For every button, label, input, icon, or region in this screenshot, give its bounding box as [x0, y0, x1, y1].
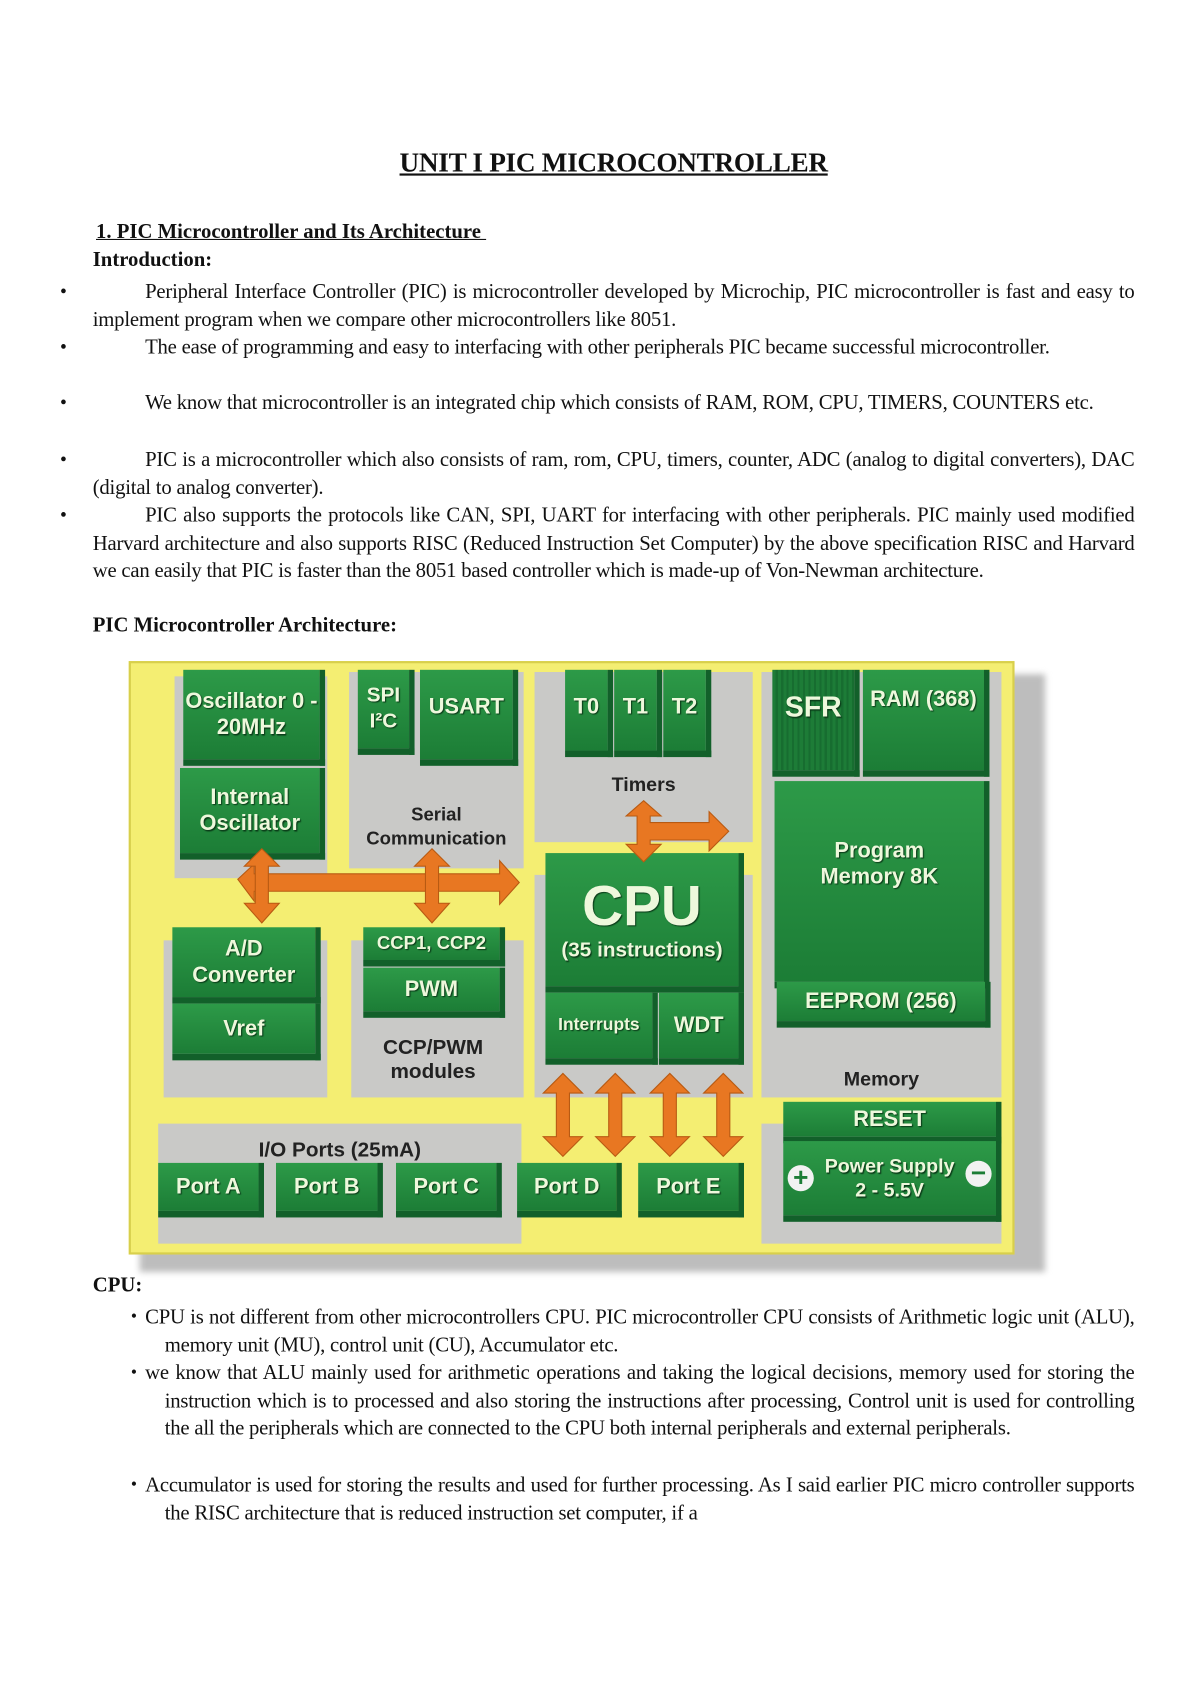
port-c-block: Port C — [395, 1162, 502, 1218]
bullet-text: CPU is not different from other microcon… — [145, 1305, 1135, 1357]
intro-bullet: • PIC also supports the protocols like CA… — [60, 502, 1135, 586]
pwm-block: PWM — [363, 967, 506, 1018]
spi-i2c-block: SPI I²C — [357, 669, 415, 755]
cpu-bullet: • CPU is not different from other microco… — [131, 1304, 1135, 1360]
bullet-icon: • — [59, 448, 67, 471]
power-supply-block: Power Supply 2 - 5.5V + − — [783, 1141, 1002, 1222]
bullet-icon: • — [59, 503, 67, 526]
serial-ccp-arrow — [413, 847, 451, 924]
architecture-heading: PIC Microcontroller Architecture: — [92, 614, 398, 638]
interrupts-block: Interrupts — [545, 992, 658, 1065]
cpu-bullet: • Accumulator is used for storing the res… — [131, 1472, 1135, 1528]
port-e-block: Port E — [638, 1162, 744, 1218]
ad-converter-block: A/D Converter — [172, 927, 321, 1004]
cpu-heading: CPU: — [92, 1274, 143, 1298]
port-arrow-4 — [702, 1072, 745, 1158]
horizontal-bus-arrow — [237, 859, 521, 906]
bullet-text: Accumulator is used for storing the resu… — [145, 1473, 1135, 1525]
minus-terminal-icon: − — [965, 1160, 992, 1187]
oscillator-block: Oscillator 0 - 20MHz — [183, 669, 326, 766]
internal-oscillator-block: Internal Oscillator — [179, 767, 326, 860]
intro-bullet: • Peripheral Interface Controller (PIC) i… — [60, 278, 1135, 334]
port-arrow-3 — [648, 1072, 691, 1158]
serial-label: Serial Communication — [366, 803, 507, 849]
timer-t1-block: T1 — [614, 669, 663, 758]
bus-arrows — [237, 799, 745, 1158]
cpu-instructions: (35 instructions) — [561, 939, 723, 963]
timer-t0-block: T0 — [565, 669, 614, 758]
vref-block: Vref — [172, 1003, 321, 1061]
bullet-icon: • — [130, 1475, 137, 1495]
bullet-icon: • — [59, 335, 67, 358]
memory-label: Memory — [843, 1067, 920, 1090]
power-supply-label: Power Supply — [824, 1155, 955, 1178]
intro-bullet: • The ease of programming and easy to int… — [60, 334, 1135, 362]
timers-label: Timers — [611, 773, 676, 796]
voltage-label: 2 - 5.5V — [855, 1179, 925, 1202]
port-b-block: Port B — [275, 1162, 383, 1218]
bullet-text: Peripheral Interface Controller (PIC) is… — [92, 280, 1135, 332]
pic-architecture-diagram: Serial Communication Timers Memory CCP/P… — [128, 661, 1051, 1277]
section-heading: 1. PIC Microcontroller and Its Architect… — [95, 220, 487, 244]
io-label: I/O Ports (25mA) — [258, 1138, 422, 1162]
bullet-icon: • — [130, 1307, 137, 1327]
intro-bullet: • PIC is a microcontroller which also con… — [60, 446, 1135, 502]
bullet-icon: • — [130, 1363, 137, 1383]
cpu-block: CPU (35 instructions) — [545, 853, 744, 993]
bullet-icon: • — [59, 391, 67, 414]
bullet-text: PIC is a microcontroller which also cons… — [92, 448, 1135, 500]
program-memory-block: Program Memory 8K — [774, 781, 990, 989]
ccp-panel: CCP/PWM modules — [351, 940, 524, 1098]
bullet-text: we know that ALU mainly used for arithme… — [145, 1361, 1135, 1441]
port-arrow-2 — [594, 1072, 637, 1158]
cpu-bullet: • we know that ALU mainly used for arithm… — [131, 1359, 1135, 1443]
ccp-block: CCP1, CCP2 — [363, 927, 506, 967]
port-a-block: Port A — [158, 1162, 264, 1218]
oscillator-ad-arrow — [243, 847, 281, 924]
ram-block: RAM (368) — [862, 669, 990, 777]
timer-t2-block: T2 — [663, 669, 712, 758]
reset-block: RESET — [783, 1101, 1002, 1144]
page-title: UNIT I PIC MICROCONTROLLER — [399, 148, 828, 178]
sfr-block: SFR — [772, 669, 860, 777]
bullet-text: We know that microcontroller is an integ… — [145, 391, 1094, 415]
cpu-label: CPU — [582, 874, 702, 939]
bullet-text: PIC also supports the protocols like CAN… — [92, 503, 1135, 583]
usart-block: USART — [419, 669, 519, 766]
bullet-icon: • — [59, 280, 67, 303]
timers-cpu-arrow — [624, 799, 730, 863]
intro-heading: Introduction: — [92, 248, 213, 272]
plus-terminal-icon: + — [787, 1165, 814, 1192]
port-arrow-1 — [541, 1072, 584, 1158]
ccp-label: CCP/PWM modules — [382, 1036, 484, 1084]
eeprom-block: EEPROM (256) — [776, 981, 991, 1028]
port-d-block: Port D — [517, 1162, 622, 1218]
bullet-text: The ease of programming and easy to inte… — [145, 335, 1050, 359]
intro-bullet: • We know that microcontroller is an inte… — [60, 389, 1135, 417]
wdt-block: WDT — [658, 992, 744, 1065]
